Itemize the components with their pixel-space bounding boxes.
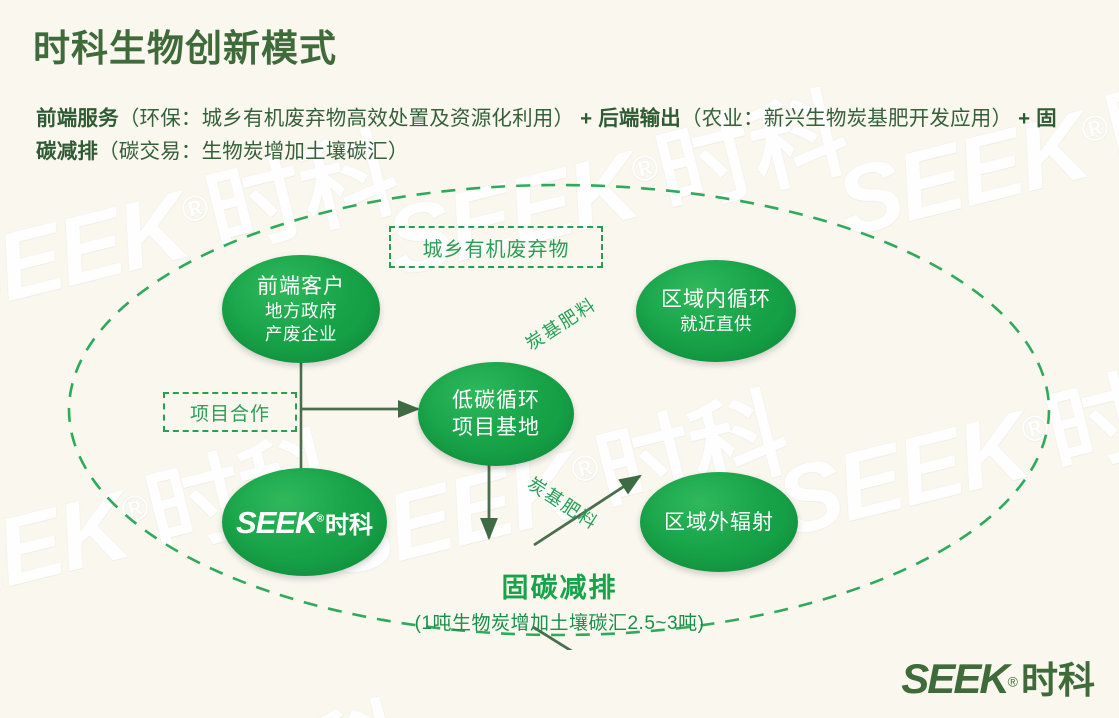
node-low-carbon-base[interactable]: 低碳循环 项目基地 (418, 362, 574, 466)
subtitle-segment-2-strong: 后端输出 (598, 107, 681, 130)
label-box-project-cooperation-text: 项目合作 (189, 403, 270, 425)
subtitle-segment-1-strong: 前端服务 (36, 107, 119, 130)
subtitle-segment-3-strong: 固碳减排 (36, 107, 1057, 163)
node-inner-region-cycle-title: 区域内循环 (661, 288, 771, 311)
node-inner-region-cycle-sub: 就近直供 (680, 314, 752, 334)
label-box-project-cooperation[interactable]: 项目合作 (163, 392, 297, 432)
node-outer-region-radiation[interactable]: 区域外辐射 (640, 472, 798, 572)
brand-logo: SEEK®时科 (901, 658, 1095, 700)
node-front-end-customer-title: 前端客户 (257, 274, 345, 298)
seek-logo-latin: SEEK (236, 504, 317, 540)
edge-base-to-outer (532, 625, 573, 650)
seek-logo-cjk: 时科 (324, 511, 373, 539)
boundary-ellipse (67, 183, 1051, 637)
subtitle-plus-1: + (574, 107, 599, 130)
node-seek-logo: SEEK®时科 (236, 507, 373, 538)
label-box-urban-rural-organic-waste[interactable]: 城乡有机废弃物 (389, 226, 603, 268)
caption-carbon-sequestration: 固碳减排 (501, 573, 618, 603)
node-outer-region-radiation-title: 区域外辐射 (664, 510, 774, 534)
page-title: 时科生物创新模式 (33, 28, 337, 69)
label-box-urban-rural-organic-waste-text: 城乡有机废弃物 (422, 238, 570, 261)
node-inner-region-cycle[interactable]: 区域内循环 就近直供 (636, 260, 796, 362)
watermark-cjk: 时科 (1096, 39, 1119, 190)
caption-carbon-sequestration-detail: (1吨生物炭增加土壤碳汇2.5~3吨) (414, 613, 705, 634)
node-seek-company[interactable]: SEEK®时科 (222, 468, 387, 576)
subtitle-plus-2: + (1012, 107, 1037, 130)
node-front-end-customer-line2: 产废企业 (265, 323, 337, 344)
subtitle-segment-1-paren: （环保：城乡有机废弃物高效处置及资源化利用） (118, 107, 575, 130)
node-low-carbon-base-line2: 项目基地 (452, 416, 540, 439)
subtitle-segment-3-paren: （碳交易：生物炭增加土壤碳汇） (98, 140, 409, 163)
subtitle-segment-2-paren: （农业：新兴生物炭基肥开发应用） (681, 107, 1013, 130)
diagram-area: 前端客户 地方政府 产废企业 低碳循环 项目基地 区域内循环 就近直供 区域外辐… (0, 180, 1119, 650)
watermark-seek: SEEK®时科 (0, 665, 420, 718)
brand-logo-latin: SEEK (901, 655, 1009, 702)
node-front-end-customer[interactable]: 前端客户 地方政府 产废企业 (222, 255, 380, 363)
watermark-cjk: 时科 (206, 689, 418, 718)
edge-base-to-inner (533, 474, 642, 547)
seek-logo-registered-icon: ® (316, 513, 324, 525)
brand-logo-registered-icon: ® (1007, 673, 1018, 690)
page-subtitle: 前端服务（环保：城乡有机废弃物高效处置及资源化利用） + 后端输出（农业：新兴生… (36, 102, 1076, 168)
node-low-carbon-base-line1: 低碳循环 (452, 389, 540, 412)
node-front-end-customer-line1: 地方政府 (265, 300, 337, 321)
brand-logo-cjk: 时科 (1021, 660, 1095, 701)
watermark-registered-icon: ® (1076, 105, 1112, 152)
